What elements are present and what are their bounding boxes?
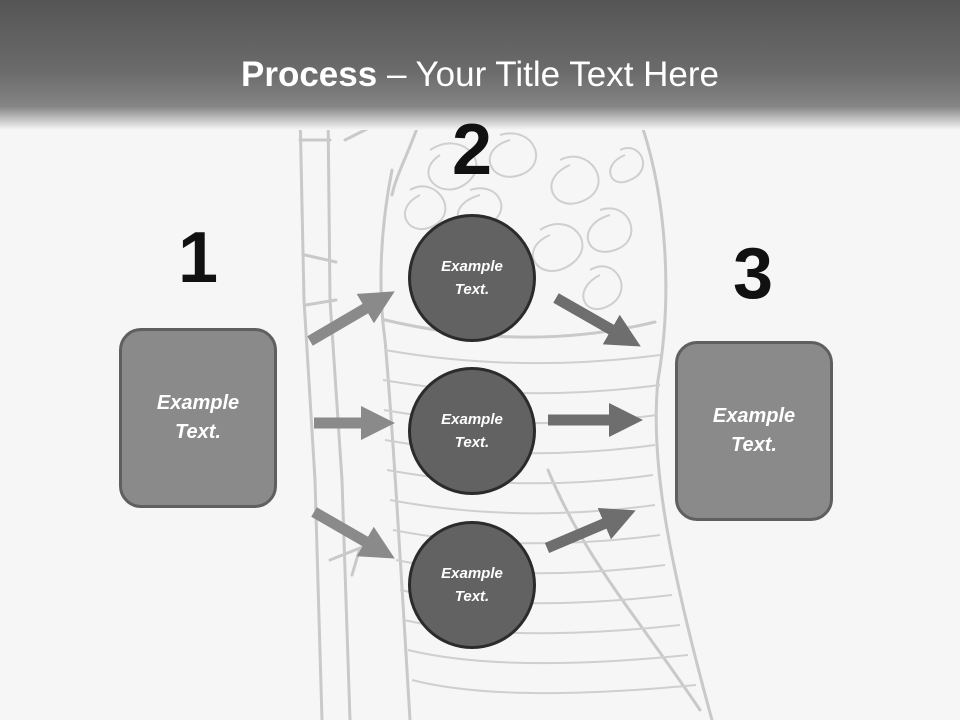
step-number-1: 1 xyxy=(177,218,219,298)
step-3-text-line1: Example xyxy=(712,405,796,427)
step-3-text-line2: Text. xyxy=(731,434,777,456)
arrow-1-to-bottom xyxy=(311,507,395,559)
arrow-top-to-3 xyxy=(553,293,641,347)
step-number-2: 2 xyxy=(451,110,493,190)
step-2-circle-top: Example Text. xyxy=(408,214,536,342)
arrow-bottom-to-3 xyxy=(544,507,636,554)
step-1-text-line2: Text. xyxy=(175,421,221,443)
title-bold: Process xyxy=(241,55,378,94)
circle-top-text-line1: Example xyxy=(441,258,503,275)
step-1-box: Example Text. xyxy=(119,328,277,508)
circle-middle-text-line1: Example xyxy=(441,411,503,428)
step-1-text-line1: Example xyxy=(156,392,240,414)
step-2-circle-bottom: Example Text. xyxy=(408,521,536,649)
arrow-1-to-top xyxy=(307,291,395,346)
circle-bottom-text-line1: Example xyxy=(441,565,503,582)
circle-top-text-line2: Text. xyxy=(454,281,490,298)
circle-bottom-text-line2: Text. xyxy=(454,588,490,605)
slide-title: Process – Your Title Text Here xyxy=(0,52,960,98)
step-3-box: Example Text. xyxy=(675,341,833,521)
title-rest: – Your Title Text Here xyxy=(377,55,719,94)
circle-middle-text-line2: Text. xyxy=(454,434,490,451)
step-number-3: 3 xyxy=(732,234,774,314)
step-2-circle-middle: Example Text. xyxy=(408,367,536,495)
header-bar xyxy=(0,0,960,130)
